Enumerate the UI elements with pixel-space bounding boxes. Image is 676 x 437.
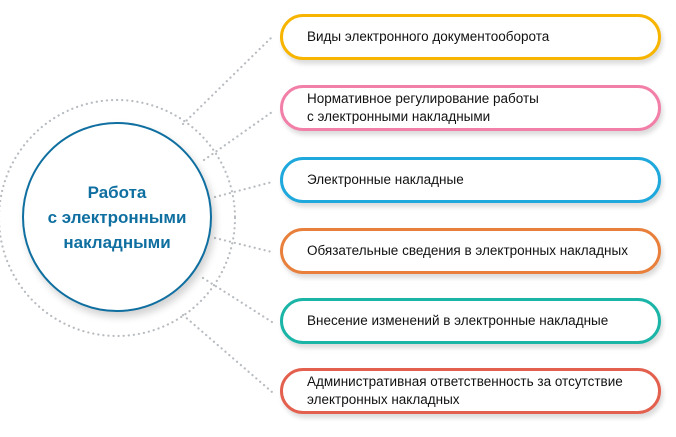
topic-label: Внесение изменений в электронные накладн…: [307, 313, 609, 328]
central-topic-title: Работа с электронными накладными: [47, 182, 187, 252]
topic-label: Нормативное регулирование работы с элект…: [307, 91, 539, 124]
topic-label: Виды электронного документооборота: [307, 29, 550, 44]
connector-2: [202, 110, 274, 162]
topic-box-regulation: Нормативное регулирование работы с элект…: [280, 85, 661, 131]
outer-dotted-ring: [0, 98, 237, 338]
connector-3: [213, 180, 274, 199]
topic-box-mandatory-info: Обязательные сведения в электронных накл…: [280, 228, 661, 274]
topic-label: Административная ответственность за отсу…: [307, 374, 623, 407]
connector-4: [213, 236, 274, 254]
topic-box-electronic-waybills: Электронные накладные: [280, 157, 661, 203]
connector-1: [181, 35, 274, 126]
connector-5: [201, 276, 274, 324]
connector-6: [181, 313, 274, 394]
topic-box-document-flow-types: Виды электронного документооборота: [280, 14, 661, 60]
topic-box-amendments: Внесение изменений в электронные накладн…: [280, 298, 661, 344]
dotted-connectors: [181, 35, 274, 394]
topic-label: Электронные накладные: [307, 172, 464, 187]
central-topic-circle: Работа с электронными накладными: [22, 122, 212, 312]
topic-box-liability: Административная ответственность за отсу…: [280, 368, 661, 414]
topic-label: Обязательные сведения в электронных накл…: [307, 243, 628, 258]
